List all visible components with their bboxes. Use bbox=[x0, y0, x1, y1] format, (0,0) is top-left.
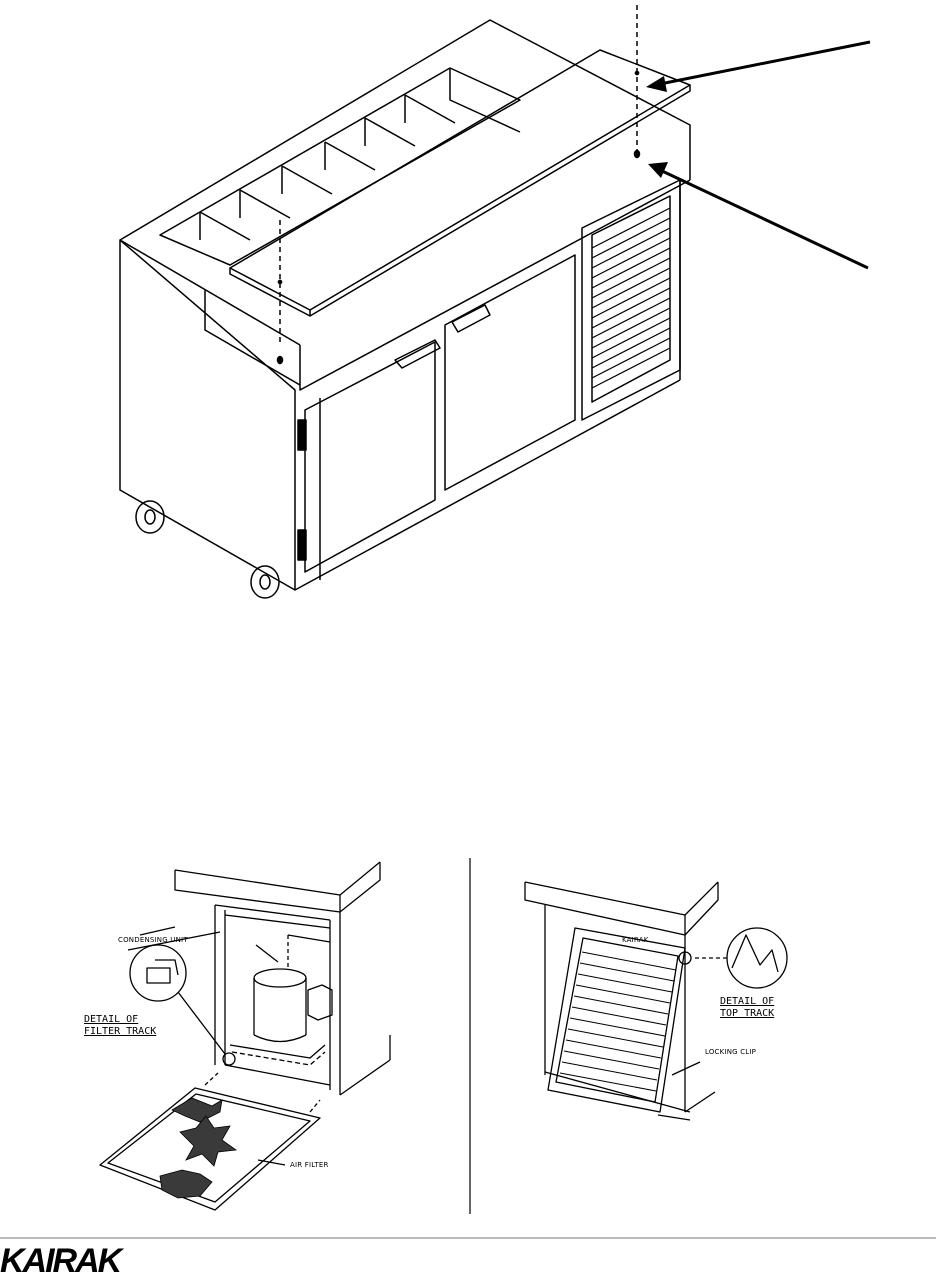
brand-logo: KAIRAK bbox=[0, 1242, 125, 1274]
right-door bbox=[445, 255, 575, 490]
prep-table-drawing bbox=[120, 5, 690, 598]
grille-louvers bbox=[592, 208, 670, 388]
detail-filter-label-line1: DETAIL OF bbox=[84, 1014, 138, 1025]
locking-clip-label: LOCKING CLIP bbox=[705, 1048, 756, 1056]
arrowheads bbox=[646, 76, 668, 178]
pan-wells bbox=[160, 68, 520, 265]
condensing-unit-label: CONDENSING UNIT bbox=[118, 936, 188, 944]
casters bbox=[136, 501, 279, 598]
tilted-grille-louvers bbox=[560, 952, 676, 1091]
detail-top-label-line1: DETAIL OF bbox=[720, 996, 774, 1007]
air-filter-label: AIR FILTER bbox=[290, 1161, 329, 1169]
grille-brand-text: KAIRAK bbox=[622, 936, 649, 944]
callout-arrows bbox=[655, 42, 870, 268]
detail-filter-label-line2: FILTER TRACK bbox=[84, 1026, 156, 1037]
cutting-board bbox=[230, 50, 690, 316]
detail-top-label-line2: TOP TRACK bbox=[720, 1008, 774, 1019]
left-door bbox=[305, 340, 440, 572]
